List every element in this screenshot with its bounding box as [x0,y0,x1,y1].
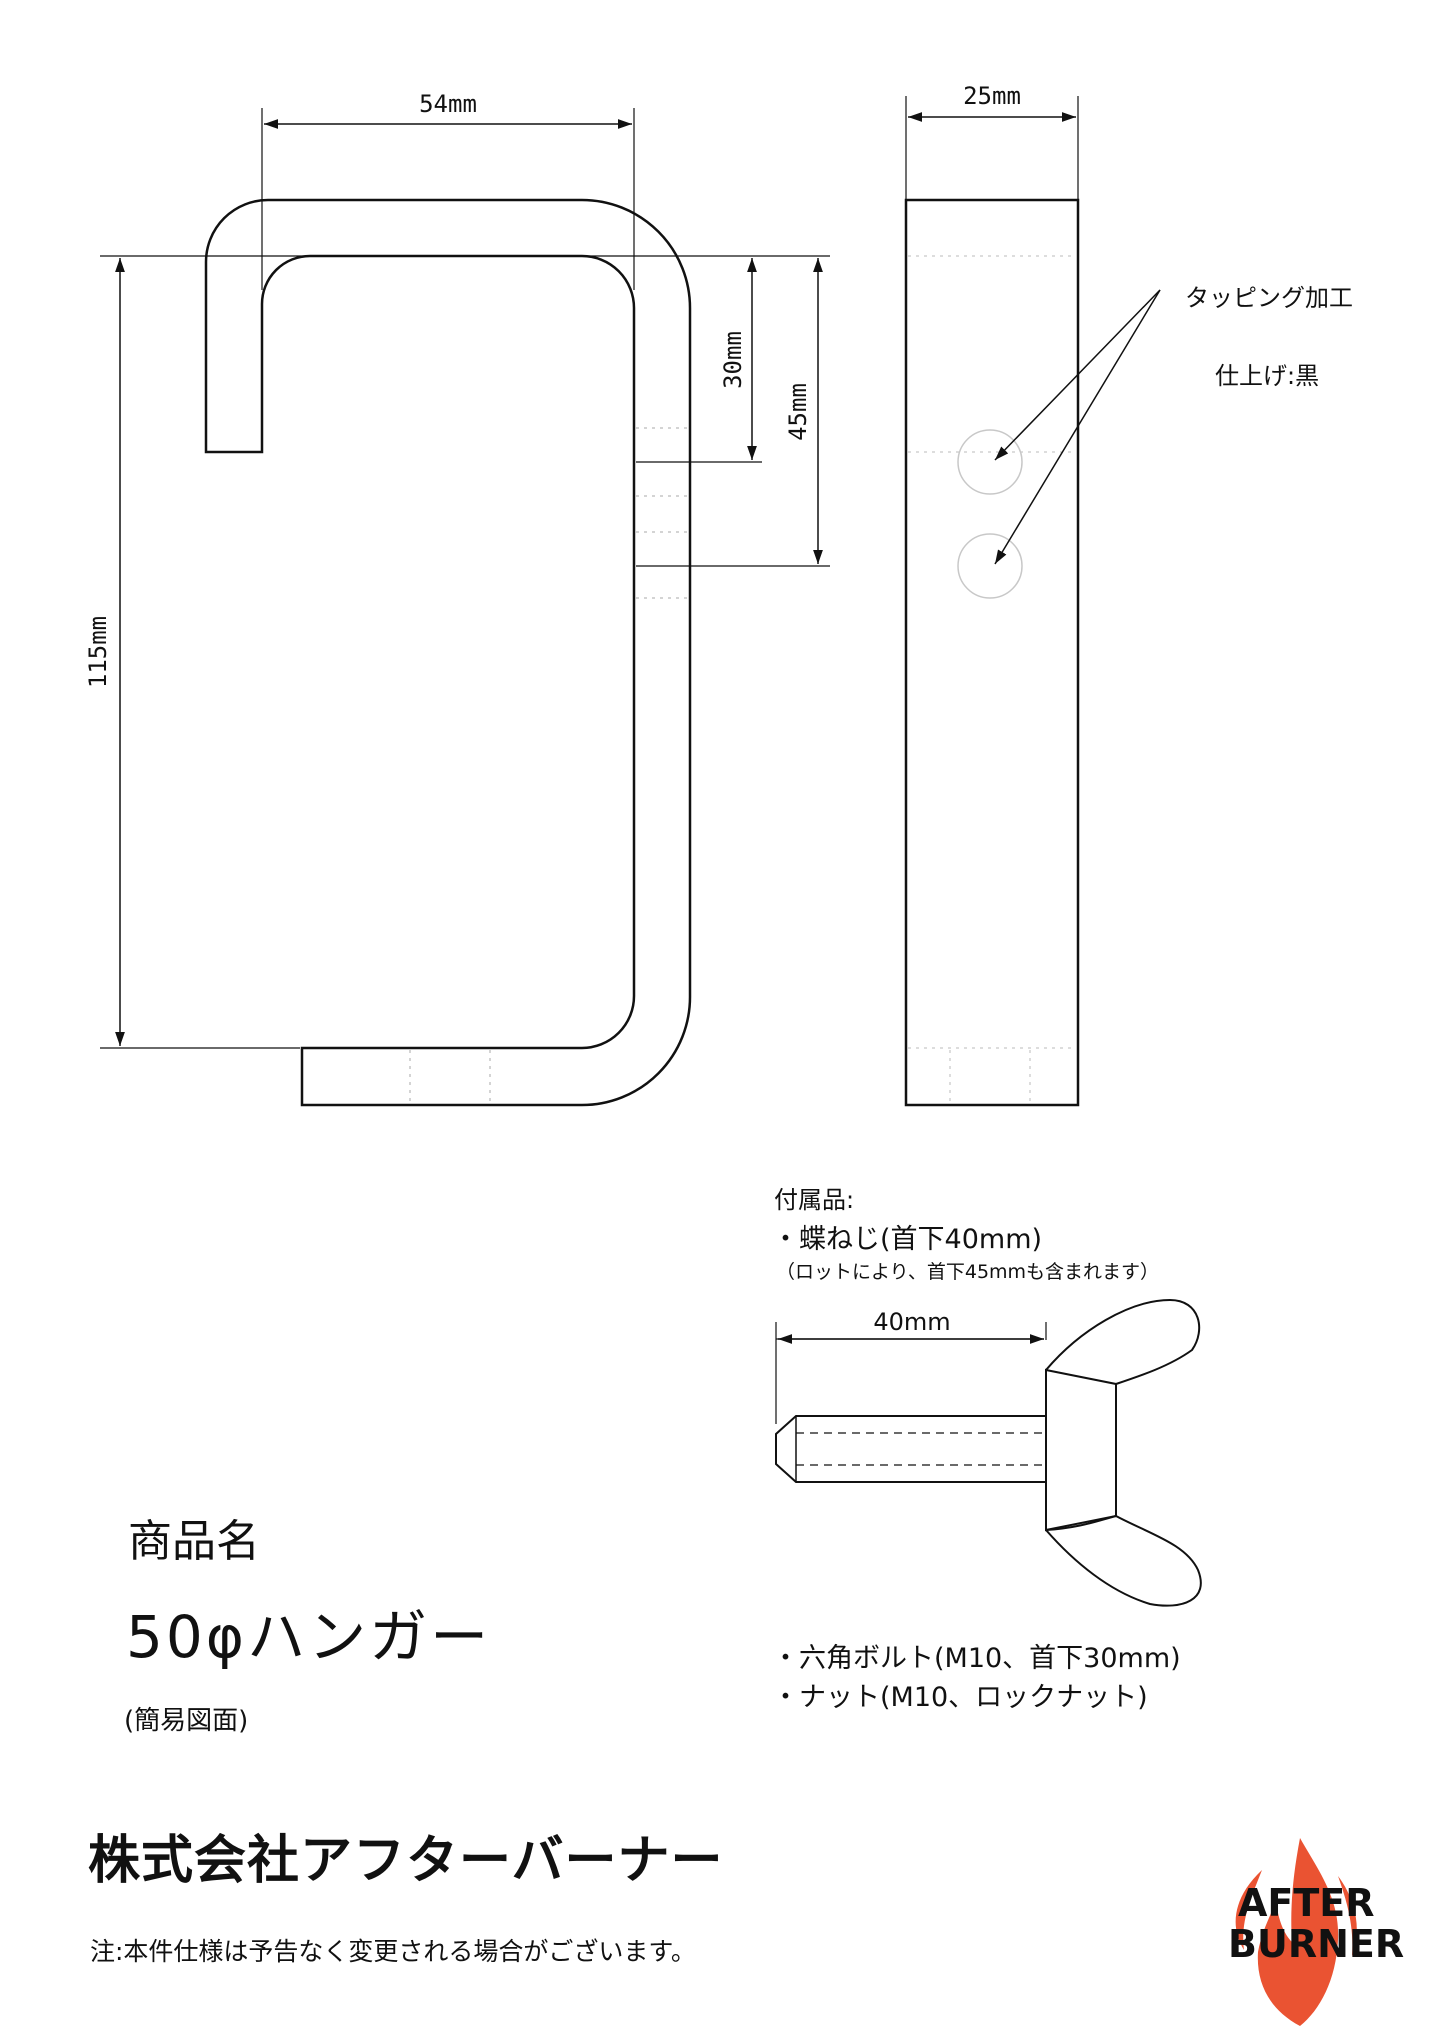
wing-head [1045,1368,1117,1532]
finish-note: 仕上げ:黒 [1215,362,1319,390]
logo-line-2: BURNER [1228,1922,1404,1966]
dim-40-label: 40mm [873,1308,950,1336]
dim-115-label: 115mm [84,616,112,688]
dimension-arrows [115,112,1076,1046]
dim-25-label: 25mm [963,82,1021,110]
extension-lines [100,96,1079,1049]
dim-30-label: 30mm [719,331,747,389]
after-burner-logo: AFTER BURNER [1228,1838,1404,2026]
company-name: 株式会社アフターバーナー [88,1831,724,1891]
wing-lower [1045,1514,1202,1607]
dim-54-label: 54mm [419,90,477,118]
accessory-wing-bolt: ・蝶ねじ(首下40mm) [772,1224,1043,1255]
bolt-shank [775,1415,1046,1483]
leader-line-2 [994,289,1161,565]
hook-front-view [204,198,692,1107]
accessory-nut: ・ナット(M10、ロックナット) [772,1682,1148,1713]
side-view-outline [904,198,1080,1107]
flame-icon [1235,1838,1357,2026]
accessories-heading: 付属品: [774,1186,855,1214]
accessory-wing-bolt-note: （ロットにより、首下45mmも含まれます） [776,1261,1160,1283]
product-name: 50φハンガー [126,1603,492,1671]
tapping-note: タッピング加工 [1185,284,1353,312]
logo-line-1: AFTER [1238,1881,1375,1925]
drawing-type: (簡易図面) [124,1706,249,1736]
leader-line-1 [994,289,1161,461]
side-view [904,198,1161,1107]
hook-outline [204,198,692,1107]
disclaimer: 注:本件仕様は予告なく変更される場合がございます。 [90,1937,696,1966]
hook-hidden-lines [409,427,688,1103]
tapped-hole-2 [957,533,1023,599]
dim-45-label: 45mm [784,383,812,441]
wing-upper [1045,1298,1201,1385]
product-label-heading: 商品名 [128,1516,260,1567]
wing-bolt-drawing [775,1298,1202,1607]
tapped-hole-1 [957,429,1023,495]
accessory-hex-bolt: ・六角ボルト(M10、首下30mm) [772,1643,1181,1674]
